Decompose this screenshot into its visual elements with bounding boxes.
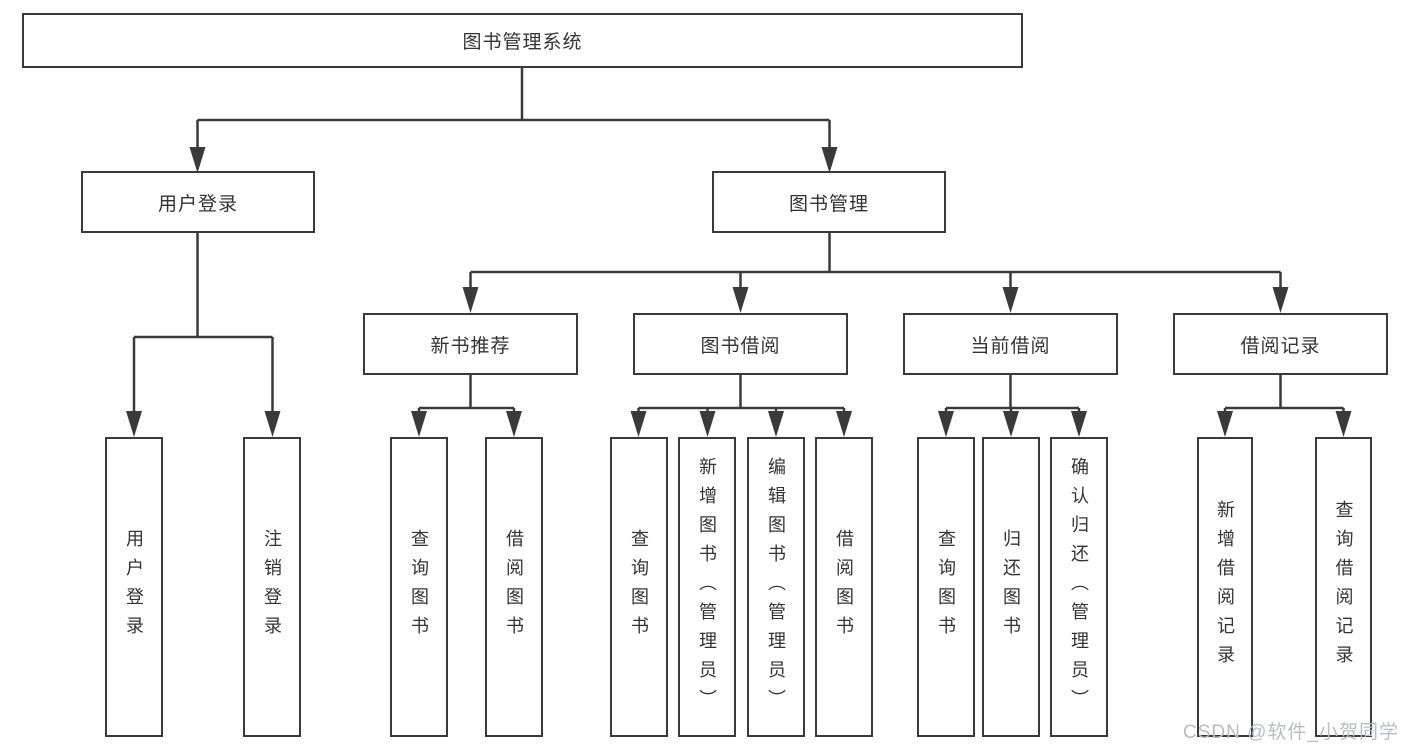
leaf-query-borrow-record: 查询借阅记录 [1315,437,1372,737]
node-label: 借阅图书 [504,529,524,645]
node-label: 用户登录 [124,529,144,645]
node-label: 借阅图书 [834,529,854,645]
node-label: 注销登录 [262,529,282,645]
arrowhead [1335,411,1352,437]
arrowhead [506,411,522,437]
arrowhead [732,287,749,313]
node-user-login: 用户登录 [81,171,315,233]
node-current-borrow: 当前借阅 [903,313,1118,375]
leaf-query-books-2: 查询图书 [610,437,668,737]
node-root: 图书管理系统 [22,13,1023,68]
leaf-logout: 注销登录 [243,437,301,737]
node-label: 图书借阅 [700,335,781,357]
arrowhead [1071,411,1087,437]
leaf-add-borrow-record: 新增借阅记录 [1197,437,1253,737]
node-label: 查询借阅记录 [1333,500,1354,674]
node-label: 查询图书 [409,529,429,645]
node-label: 查询图书 [936,529,956,645]
leaf-return-book: 归还图书 [982,437,1040,737]
arrowhead [1217,411,1233,437]
node-book-borrow: 图书借阅 [633,313,848,375]
arrowhead [189,147,206,173]
node-label: 图书管理 [788,193,869,215]
node-label: 用户登录 [157,193,238,215]
arrowhead [411,411,427,437]
arrowhead [630,411,647,437]
leaf-query-books-1: 查询图书 [390,437,448,737]
arrowhead [821,147,838,173]
leaf-borrow-books-1: 借阅图书 [485,437,543,737]
node-label: 编辑图书（管理员） [766,456,786,718]
node-label: 新书推荐 [430,335,511,357]
leaf-user-login: 用户登录 [105,437,163,737]
node-label: 新增借阅记录 [1215,500,1235,674]
arrowhead [938,411,954,437]
node-label: 归还图书 [1001,529,1021,645]
arrowhead [699,411,716,437]
node-borrow-records: 借阅记录 [1173,313,1388,375]
leaf-borrow-books-2: 借阅图书 [815,437,873,737]
node-label: 借阅记录 [1240,335,1321,357]
node-label: 确认归还（管理员） [1069,456,1089,718]
arrowhead [836,411,852,437]
node-book-management: 图书管理 [712,171,946,233]
arrowhead [462,287,479,313]
leaf-query-books-3: 查询图书 [917,437,975,737]
leaf-confirm-return-admin: 确认归还（管理员） [1050,437,1108,737]
node-label: 新增图书（管理员） [697,456,717,718]
node-root-label: 图书管理系统 [462,32,583,53]
arrowhead [1002,287,1019,313]
arrowhead [264,411,281,437]
arrowhead [1003,411,1019,437]
arrowhead [1272,287,1289,313]
node-label: 查询图书 [629,529,649,645]
leaf-edit-book-admin: 编辑图书（管理员） [747,437,805,737]
arrowhead [126,411,142,437]
arrowhead [768,411,784,437]
leaf-add-book-admin: 新增图书（管理员） [678,437,736,737]
node-new-book-recommend: 新书推荐 [363,313,578,375]
node-label: 当前借阅 [970,335,1051,357]
